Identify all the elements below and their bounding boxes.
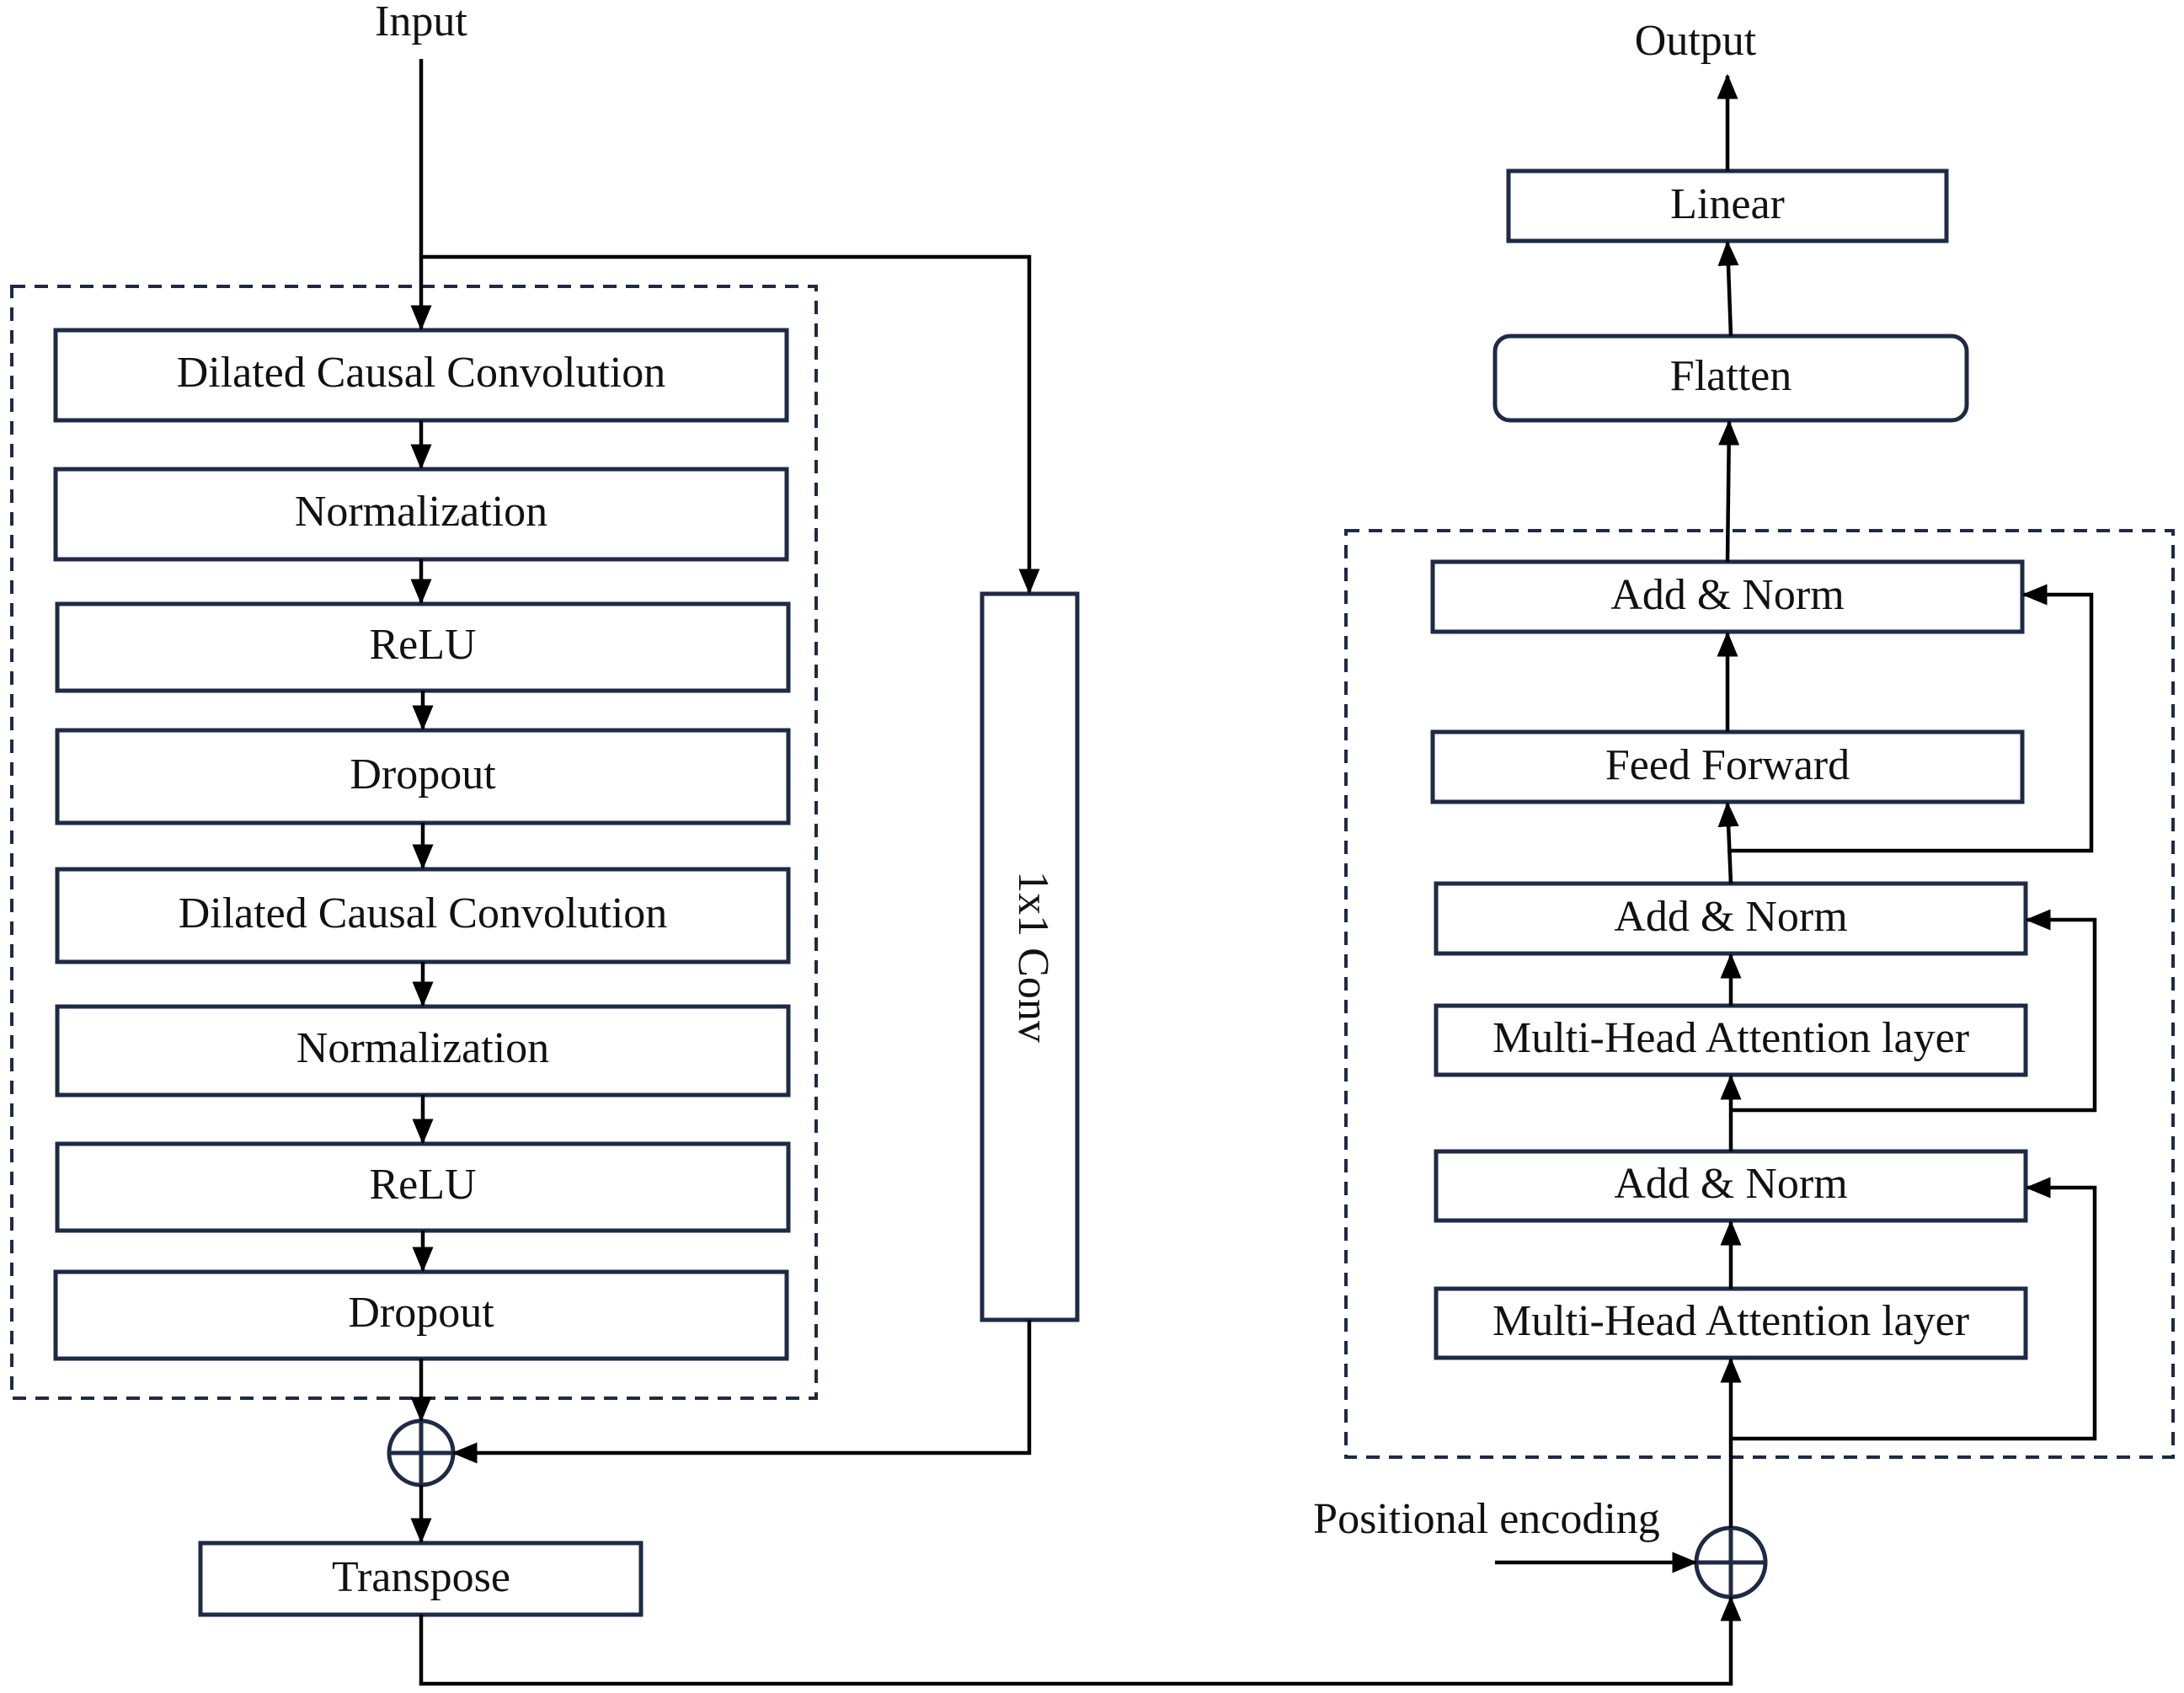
add-norm-mid-label: Add & Norm	[1614, 893, 1847, 941]
flatten-label: Flatten	[1670, 352, 1792, 400]
tcn-sum-node	[387, 1418, 456, 1487]
tcn-layer-4-label: Dropout	[350, 750, 496, 798]
tcn-layer-4: Dropout	[55, 728, 791, 825]
tcn-block-frame	[10, 285, 818, 1400]
tcn-layer-3-label: ReLU	[369, 621, 476, 669]
transpose-label: Transpose	[332, 1553, 510, 1601]
add-norm-bottom-box: Add & Norm	[1434, 1149, 2028, 1223]
tcn-layer-6-label: Normalization	[296, 1024, 549, 1072]
add-norm-top-box: Add & Norm	[1430, 559, 2025, 634]
residual-path	[421, 254, 1040, 1464]
attention-bottom-box: Multi-Head Attention layer	[1434, 1286, 2028, 1360]
add-norm-bottom-label: Add & Norm	[1614, 1160, 1847, 1208]
transformer-residual-loops	[1727, 584, 2097, 1441]
attention-top-label: Multi-Head Attention layer	[1492, 1014, 1969, 1062]
positional-sum-node	[1694, 1525, 1768, 1600]
linear-box: Linear	[1506, 168, 1949, 243]
tcn-layer-6: Normalization	[55, 1004, 791, 1098]
feed-forward-label: Feed Forward	[1605, 741, 1850, 789]
tcn-layer-8: Dropout	[53, 1269, 789, 1361]
tcn-layer-5: Dilated Causal Convolution	[55, 867, 791, 964]
add-norm-mid-box: Add & Norm	[1434, 881, 2028, 956]
tcn-layer-1-label: Dilated Causal Convolution	[177, 349, 666, 397]
flatten-box: Flatten	[1492, 334, 1969, 423]
tcn-layer-2: Normalization	[53, 467, 789, 562]
tcn-layer-7-label: ReLU	[369, 1161, 476, 1209]
input-label: Input	[375, 0, 467, 45]
tcn-layer-8-label: Dropout	[348, 1289, 494, 1337]
output-label: Output	[1635, 17, 1757, 65]
tcn-layer-1: Dilated Causal Convolution	[53, 328, 789, 423]
tcn-layer-7: ReLU	[55, 1141, 791, 1233]
feed-forward-box: Feed Forward	[1430, 729, 2025, 804]
add-norm-top-label: Add & Norm	[1610, 571, 1844, 619]
transpose-to-transformer-path	[419, 1551, 1742, 1686]
attention-top-box: Multi-Head Attention layer	[1434, 1003, 2028, 1077]
transpose-box: Transpose	[198, 1541, 643, 1617]
positional-encoding-label: Positional encoding	[1313, 1495, 1660, 1543]
residual-conv-label: 1x1 Conv	[1009, 871, 1057, 1043]
transformer-arrows	[1717, 73, 1742, 1528]
tcn-arrows	[410, 59, 434, 1544]
tcn-layer-3: ReLU	[55, 601, 791, 693]
tcn-layer-5-label: Dilated Causal Convolution	[179, 889, 668, 937]
linear-label: Linear	[1670, 180, 1785, 228]
residual-conv-box: 1x1 Conv	[980, 591, 1080, 1322]
tcn-layer-2-label: Normalization	[295, 488, 547, 536]
attention-bottom-label: Multi-Head Attention layer	[1492, 1297, 1969, 1345]
transformer-block-frame	[1344, 529, 2175, 1459]
